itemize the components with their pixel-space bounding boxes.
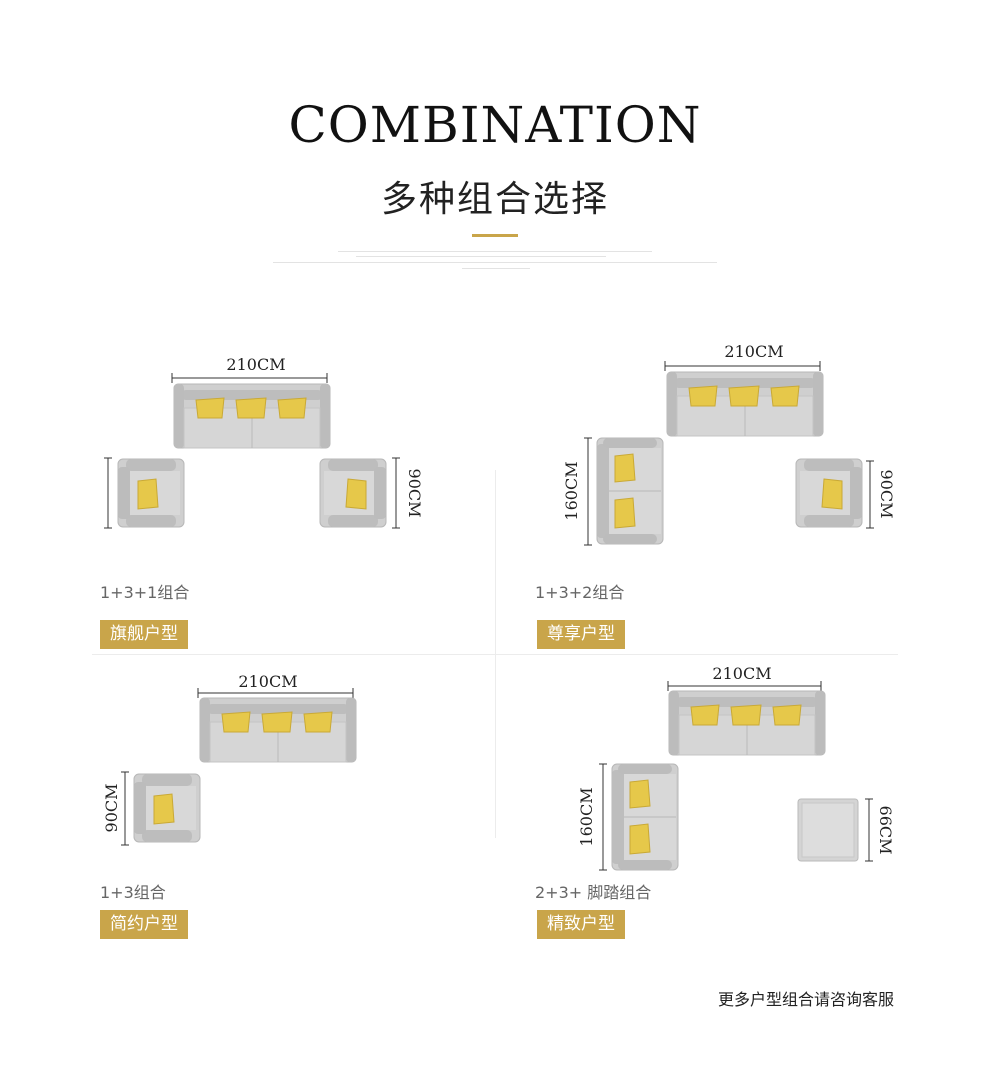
layout-1-drawing: 210CM 90CM <box>104 355 424 529</box>
layout-3-combo-label: 1+3组合 <box>100 883 166 902</box>
layout-1-sofa-width: 210CM <box>226 355 285 374</box>
fine-print-line <box>356 256 606 257</box>
layout-2-type-badge: 尊享户型 <box>537 620 625 649</box>
fine-print-line <box>273 262 717 263</box>
layout-4-combo-label: 2+3+ 脚踏组合 <box>535 883 652 902</box>
layout-2-drawing: 210CM 160CM 90CM <box>562 342 896 546</box>
layout-2-combo-label: 1+3+2组合 <box>535 583 625 602</box>
layout-4-ottoman-size: 66CM <box>876 806 895 855</box>
page-title: COMBINATION <box>288 96 702 154</box>
layout-4-loveseat-length: 160CM <box>577 787 596 846</box>
page-subtitle: 多种组合选择 <box>380 179 609 220</box>
layout-4-drawing: 210CM 160CM 66CM <box>577 664 895 871</box>
layout-3-type-badge: 简约户型 <box>100 910 188 939</box>
layout-1-chair-height: 90CM <box>405 469 424 518</box>
fine-print-line <box>462 268 530 269</box>
layout-1-combo-label: 1+3+1组合 <box>100 583 190 602</box>
layout-2-loveseat-length: 160CM <box>562 461 581 520</box>
layout-3-drawing: 210CM 90CM <box>102 672 357 846</box>
footer-consult-note: 更多户型组合请咨询客服 <box>718 990 895 1009</box>
layout-4-type-badge: 精致户型 <box>537 910 625 939</box>
layout-1-type-badge: 旗舰户型 <box>100 620 188 649</box>
layout-2-sofa-width: 210CM <box>724 342 783 361</box>
layout-4-sofa-width: 210CM <box>712 664 771 683</box>
layout-2-chair-height: 90CM <box>877 470 896 519</box>
fine-print-line <box>338 251 652 252</box>
layout-3-sofa-width: 210CM <box>238 672 297 691</box>
layout-3-chair-height: 90CM <box>102 784 121 833</box>
title-accent-line <box>472 234 518 237</box>
horizontal-divider <box>92 654 898 655</box>
